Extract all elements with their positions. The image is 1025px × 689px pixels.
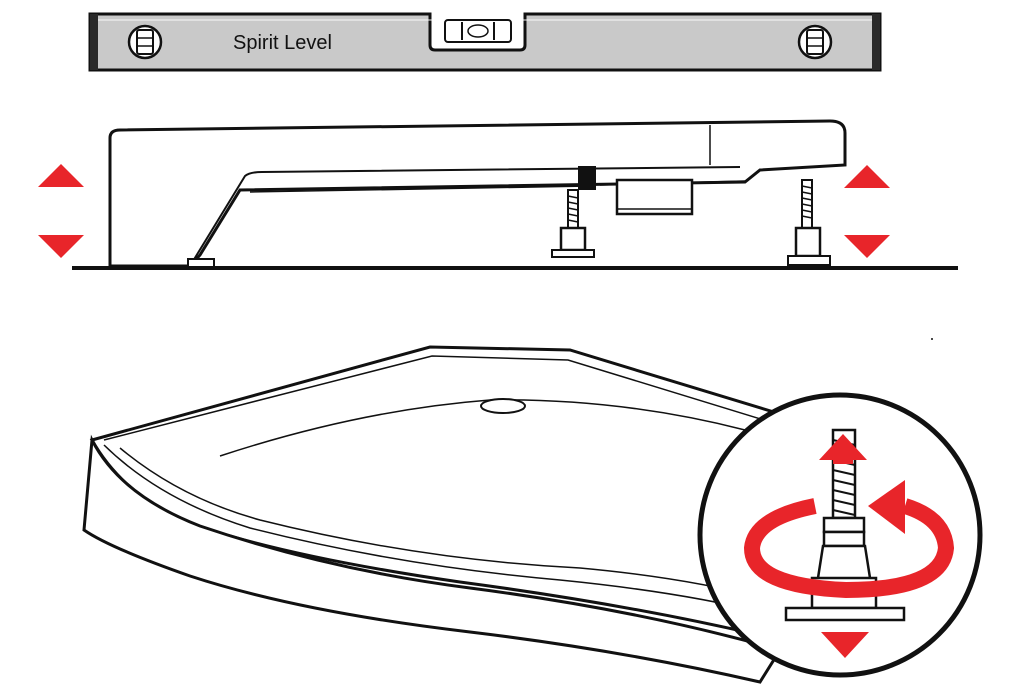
up-arrow-icon	[819, 434, 867, 460]
down-arrow-icon	[844, 235, 890, 258]
up-arrow-icon	[38, 164, 84, 187]
leg-adjustment-detail	[697, 392, 983, 678]
right-vial-icon	[797, 24, 833, 60]
spirit-level-end-right	[872, 14, 880, 70]
spirit-level-end-left	[90, 14, 98, 70]
spirit-level-body	[88, 12, 882, 72]
rotate-arrow-icon	[743, 480, 955, 599]
drain-waste	[615, 178, 694, 216]
adjustable-leg-middle	[551, 189, 595, 258]
center-vial-icon	[444, 19, 512, 43]
leg-base-plate	[784, 606, 906, 622]
tray-side-body	[108, 119, 847, 268]
left-vial-icon	[127, 24, 163, 60]
down-arrow-icon	[38, 235, 84, 258]
up-arrow-icon	[844, 165, 890, 188]
drain-hole-icon	[480, 398, 526, 414]
foot-pad-left	[187, 258, 215, 268]
quadrant-shower-tray	[82, 345, 802, 684]
adjustable-leg-right	[787, 179, 831, 266]
tray-side-view	[38, 119, 958, 270]
down-arrow-icon	[821, 632, 869, 658]
spirit-level: Spirit Level	[88, 12, 882, 72]
spirit-level-label: Spirit Level	[233, 32, 332, 54]
